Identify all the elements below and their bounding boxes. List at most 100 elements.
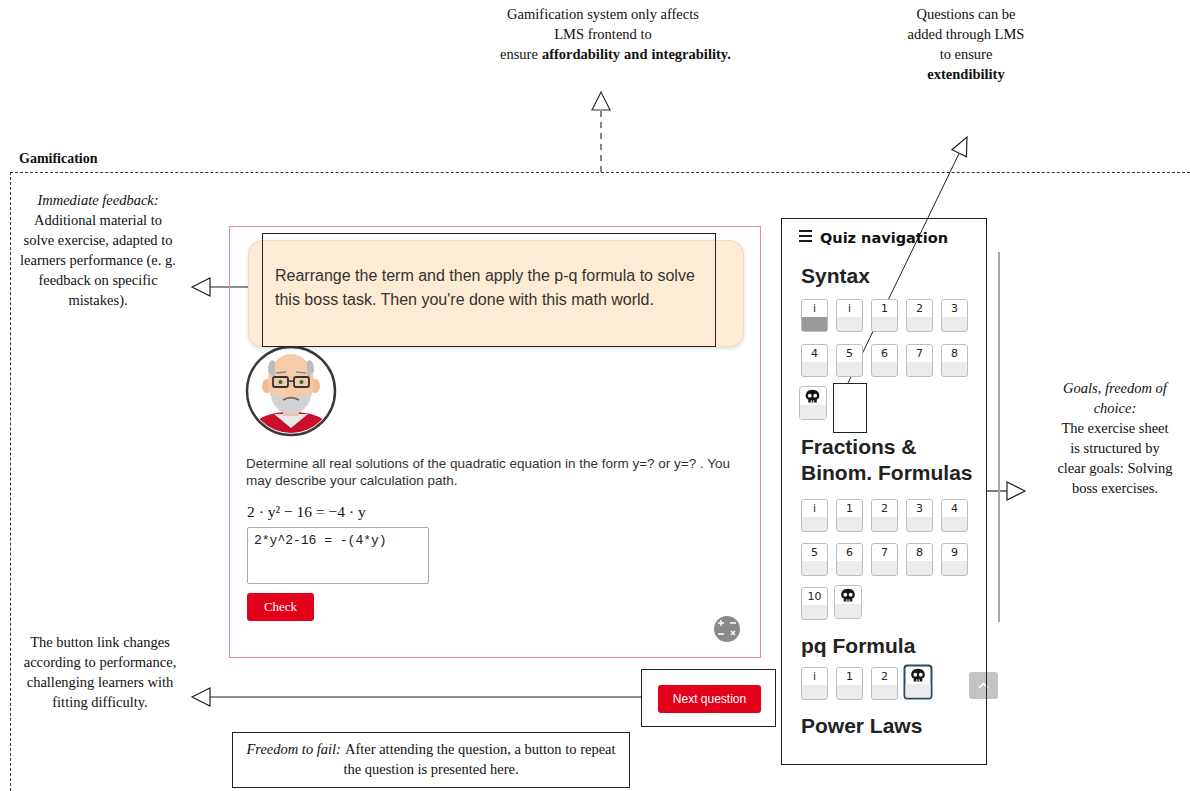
scroll-up-button bbox=[969, 672, 998, 699]
leader-arrow bbox=[986, 482, 1025, 500]
question-button: 3 bbox=[906, 499, 933, 532]
leader-arrow bbox=[592, 92, 610, 110]
callout-text: Immediate feedback: bbox=[20, 190, 176, 210]
callout-text: The exercise sheet is structured by clea… bbox=[1055, 418, 1175, 498]
callout-text: affordability bbox=[542, 46, 620, 62]
region-heading: Gamification bbox=[19, 150, 219, 168]
question-number: 1 bbox=[837, 668, 862, 686]
leader-arrow bbox=[848, 137, 967, 383]
question-button: 9 bbox=[941, 543, 968, 576]
avatar bbox=[273, 377, 288, 387]
question-number: i bbox=[802, 668, 827, 686]
section-heading: Power Laws bbox=[801, 713, 981, 739]
question-button: 2 bbox=[871, 499, 898, 532]
question-button: 1 bbox=[836, 667, 863, 700]
boss-button bbox=[911, 669, 925, 682]
question-number: 5 bbox=[802, 544, 827, 562]
boss-button bbox=[835, 586, 862, 619]
callout-note: Immediate feedback:Additional material t… bbox=[20, 190, 176, 310]
highlight-frame bbox=[834, 384, 867, 433]
avatar bbox=[274, 414, 308, 428]
quiz-screen: Determine all real solutions of the quad… bbox=[229, 226, 761, 658]
boss-button bbox=[841, 589, 855, 602]
leader-arrow bbox=[192, 688, 641, 706]
question-number: 1 bbox=[837, 500, 862, 518]
callout-note: Questions can be added through LMS to en… bbox=[905, 4, 1027, 84]
callout-note: Goals, freedom of choice:The exercise sh… bbox=[1055, 378, 1175, 498]
highlight-frame bbox=[834, 384, 867, 433]
question-number: 3 bbox=[942, 300, 967, 318]
check-button: Check bbox=[247, 593, 314, 621]
question-button: 6 bbox=[871, 344, 898, 377]
question-button: 7 bbox=[906, 344, 933, 377]
boss-button bbox=[905, 666, 932, 699]
avatar bbox=[246, 347, 336, 440]
question-number: 8 bbox=[942, 345, 967, 363]
callout-text: The button link changes according to per… bbox=[20, 632, 180, 712]
question-number: 8 bbox=[907, 544, 932, 562]
question-button: 6 bbox=[836, 543, 863, 576]
note-text: Freedom to fail: bbox=[246, 741, 341, 757]
avatar bbox=[276, 372, 306, 373]
note-box: Freedom to fail:After attending the ques… bbox=[232, 732, 630, 788]
question-button: i bbox=[801, 667, 828, 700]
question-button: 2 bbox=[906, 299, 933, 332]
boss-button bbox=[806, 390, 820, 403]
avatar bbox=[307, 360, 314, 378]
boss-button bbox=[905, 666, 932, 699]
scrollbar bbox=[999, 252, 1000, 622]
section-heading: pq Formula bbox=[801, 633, 981, 659]
question-number: 9 bbox=[942, 544, 967, 562]
question-button: 1 bbox=[836, 499, 863, 532]
leader-arrow bbox=[986, 490, 1007, 491]
question-number: i bbox=[802, 500, 827, 518]
avatar bbox=[300, 380, 304, 384]
question-number: 6 bbox=[872, 345, 897, 363]
scrollbar bbox=[998, 252, 1000, 622]
question-number: 4 bbox=[942, 500, 967, 518]
avatar bbox=[246, 412, 336, 440]
avatar bbox=[246, 354, 336, 440]
boss-button bbox=[800, 405, 826, 419]
leader-arrow bbox=[210, 696, 641, 697]
callout-text: Questions can be added through LMS to en… bbox=[905, 4, 1027, 64]
avatar bbox=[279, 380, 283, 384]
callout-text: extendibility bbox=[905, 64, 1027, 84]
question-button: i bbox=[801, 299, 828, 332]
panel-heading: Quiz navigation bbox=[820, 229, 980, 247]
question-number: 2 bbox=[907, 300, 932, 318]
section-heading: Syntax bbox=[801, 263, 981, 289]
avatar bbox=[283, 398, 299, 400]
callout-text: integrability. bbox=[652, 46, 731, 62]
hint-text: Rearrange the term and then apply the p-… bbox=[275, 264, 707, 312]
question-button: 8 bbox=[906, 543, 933, 576]
callout-text: Additional material to solve exercise, a… bbox=[20, 210, 176, 310]
leader-arrow bbox=[192, 688, 210, 706]
menu-icon bbox=[799, 231, 812, 241]
question-number: 4 bbox=[802, 345, 827, 363]
callout-text: Goals, freedom of choice: bbox=[1055, 378, 1175, 418]
leader-arrow bbox=[592, 92, 610, 172]
equation: 2 · y² − 16 = −4 · y bbox=[247, 502, 547, 522]
speech-bubble: Rearrange the term and then apply the p-… bbox=[248, 240, 744, 347]
next-question-button: Next question bbox=[658, 685, 761, 713]
question-button: 4 bbox=[801, 344, 828, 377]
answer-field: 2*y^2-16 = -(4*y) bbox=[247, 527, 429, 584]
question-button: 2 bbox=[871, 667, 898, 700]
question-text: Determine all real solutions of the quad… bbox=[246, 455, 751, 489]
callout-text: and bbox=[624, 46, 647, 62]
avatar bbox=[288, 380, 294, 382]
scroll-up-button bbox=[969, 672, 998, 699]
leader-arrow bbox=[1007, 482, 1025, 500]
menu-icon bbox=[799, 231, 812, 241]
quiz-navigation-panel: Quiz navigationSyntaxFractions & Binom. … bbox=[781, 218, 987, 765]
boss-button bbox=[835, 586, 862, 619]
question-button: 10 bbox=[801, 587, 828, 620]
button-label: Next question bbox=[658, 685, 761, 713]
question-number: 1 bbox=[872, 300, 897, 318]
avatar bbox=[247, 347, 335, 435]
question-number: 6 bbox=[837, 544, 862, 562]
callout-note: Gamification system only affects LMS fro… bbox=[500, 4, 706, 64]
